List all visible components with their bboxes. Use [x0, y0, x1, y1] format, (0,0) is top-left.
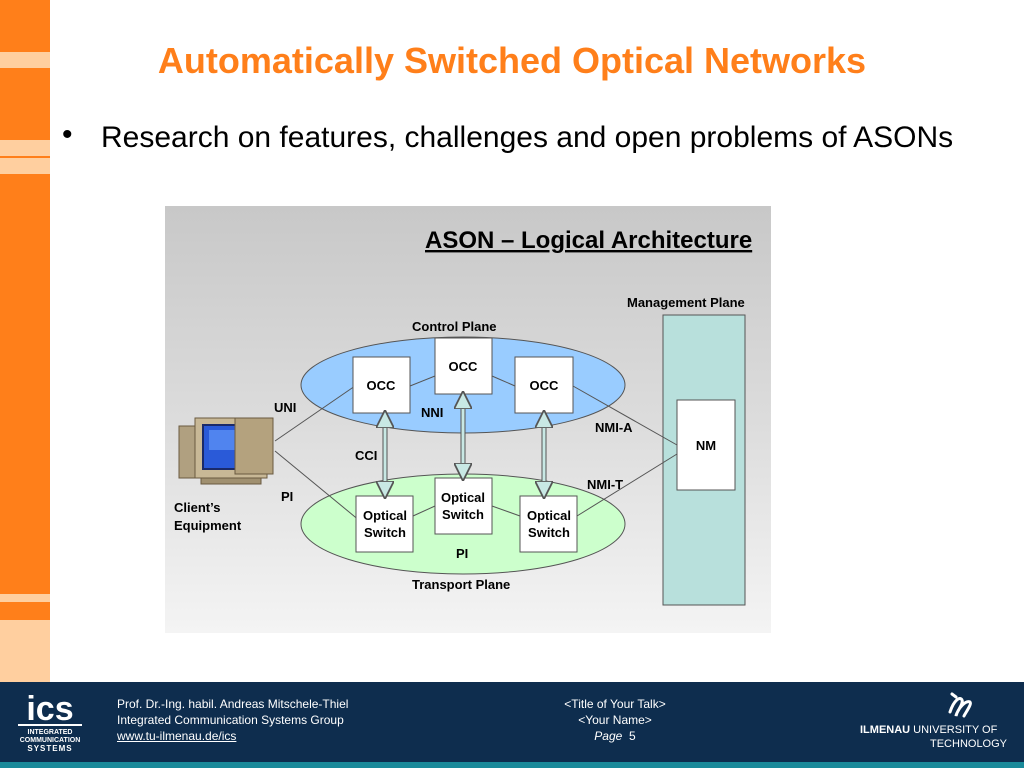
- bullet-marker: •: [62, 118, 73, 151]
- footer-url-link[interactable]: www.tu-ilmenau.de/ics: [117, 729, 237, 743]
- footer-page-number: 5: [629, 729, 636, 743]
- ilmenau-emblem-icon: [948, 692, 972, 718]
- occ-box-left: [352, 356, 411, 414]
- optical-switch-label: Switch: [528, 525, 570, 540]
- occ-label: OCC: [530, 378, 560, 393]
- footer-talk-block: <Title of Your Talk> <Your Name> Page 5: [520, 696, 710, 744]
- accent-stripe: [0, 594, 50, 602]
- footer-accent-line: [0, 762, 1024, 768]
- pi-link: [491, 505, 521, 517]
- uni-name-line2: TECHNOLOGY: [930, 738, 1008, 750]
- optical-switch-label: Optical: [441, 490, 485, 505]
- svg-text:SYSTEMS: SYSTEMS: [27, 744, 72, 752]
- pi-client-label: PI: [281, 489, 293, 504]
- slide-title: Automatically Switched Optical Networks: [157, 40, 867, 81]
- computer-icon: [178, 417, 274, 485]
- nm-box: [676, 399, 736, 491]
- footer-author-block: Prof. Dr.-Ing. habil. Andreas Mitschele-…: [117, 696, 348, 744]
- nni-label: NNI: [421, 405, 443, 420]
- optical-switch-box-right: [519, 495, 578, 553]
- footer-talk-title: <Title of Your Talk>: [564, 697, 666, 711]
- bullet-text: Research on features, challenges and ope…: [101, 121, 954, 154]
- transport-plane-label: Transport Plane: [412, 577, 510, 592]
- diagram-canvas: ASON – Logical Architecture Management P…: [174, 227, 752, 606]
- pi-transport-label: PI: [456, 546, 468, 561]
- svg-text:ics: ics: [26, 690, 73, 728]
- footer-bar: [0, 682, 1024, 762]
- nni-link: [409, 375, 436, 387]
- uni-name-line1: UNIVERSITY OF: [913, 724, 998, 736]
- optical-switch-label: Switch: [364, 525, 406, 540]
- management-plane-label: Management Plane: [627, 295, 745, 310]
- uni-name-bold: ILMENAU: [860, 724, 911, 736]
- accent-stripe: [0, 52, 50, 68]
- ason-architecture-diagram: ASON – Logical Architecture Management P…: [165, 206, 771, 633]
- nni-link: [491, 375, 516, 387]
- optical-switch-label: Switch: [442, 507, 484, 522]
- optical-switch-label: Optical: [363, 508, 407, 523]
- accent-stripe: [0, 140, 50, 156]
- pi-client-link: [274, 450, 361, 522]
- footer-group: Integrated Communication Systems Group: [117, 713, 344, 727]
- left-accent-bar: [0, 0, 50, 682]
- nm-label: NM: [696, 438, 716, 453]
- accent-stripe: [0, 158, 50, 174]
- nmi-a-label: NMI-A: [595, 420, 633, 435]
- accent-stripe: [0, 620, 50, 682]
- uni-label: UNI: [274, 400, 296, 415]
- ics-logo: ics INTEGRATED COMMUNICATION SYSTEMS: [18, 690, 82, 752]
- pi-link: [412, 505, 436, 517]
- optical-switch-box-left: [355, 495, 414, 553]
- occ-box-center: [434, 337, 493, 395]
- occ-label: OCC: [449, 359, 479, 374]
- nmi-t-link: [576, 453, 678, 517]
- nmi-a-link: [572, 385, 678, 446]
- footer-page-label: Page: [594, 729, 623, 743]
- uni-link: [274, 385, 356, 442]
- footer-author: Prof. Dr.-Ing. habil. Andreas Mitschele-…: [117, 697, 349, 711]
- diagram-title: ASON – Logical Architecture: [425, 227, 752, 254]
- nmi-t-label: NMI-T: [587, 477, 623, 492]
- ilmenau-university-logo: ILMENAU UNIVERSITY OF TECHNOLOGY: [858, 690, 1018, 754]
- cci-label: CCI: [355, 448, 377, 463]
- footer-your-name: <Your Name>: [578, 713, 652, 727]
- occ-label: OCC: [367, 378, 397, 393]
- optical-switch-box-center: [434, 477, 493, 535]
- control-plane-label: Control Plane: [412, 319, 497, 334]
- occ-box-right: [514, 356, 574, 414]
- client-label: Equipment: [174, 518, 242, 533]
- svg-text:INTEGRATED: INTEGRATED: [28, 729, 73, 736]
- optical-switch-label: Optical: [527, 508, 571, 523]
- client-label: Client’s: [174, 500, 220, 515]
- svg-text:COMMUNICATION: COMMUNICATION: [20, 737, 81, 744]
